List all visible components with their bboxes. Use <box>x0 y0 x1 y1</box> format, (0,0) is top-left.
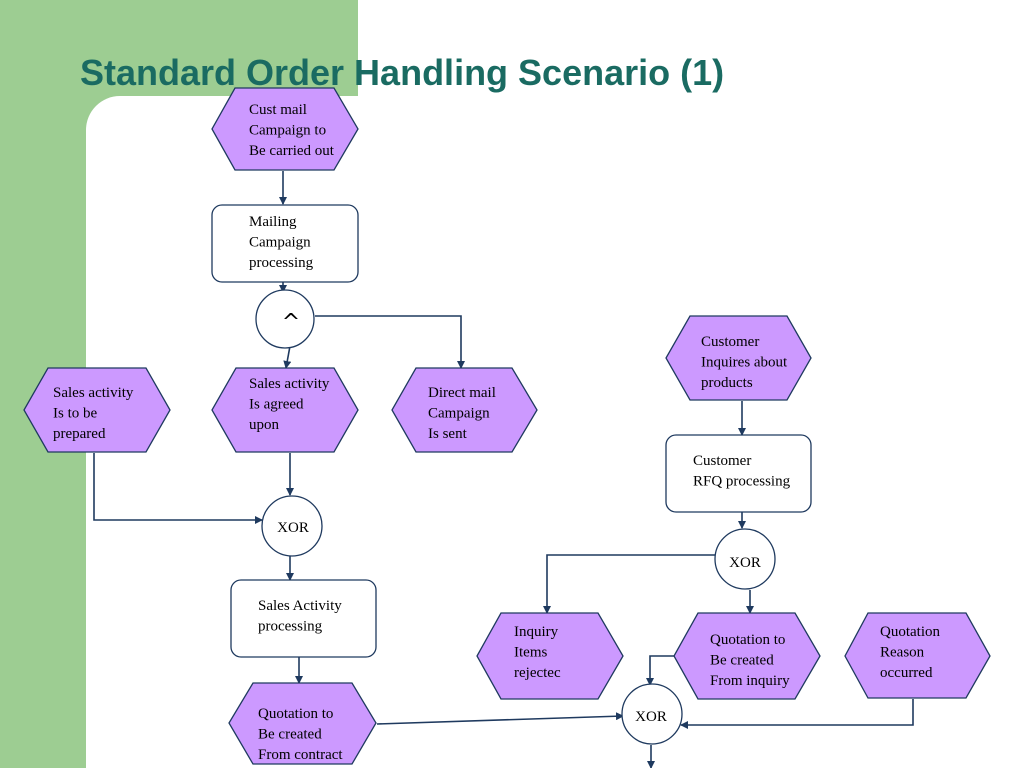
event-quotation-from-inquiry-label: Quotation to Be created From inquiry <box>710 632 790 689</box>
event-sales-activity-to-be-prepared: Sales activity Is to be prepared <box>23 367 171 453</box>
event-sales-activity-agreed-label: Sales activity Is agreed upon <box>249 376 333 433</box>
event-quotation-from-inquiry: Quotation to Be created From inquiry <box>673 612 821 700</box>
function-sales-activity-processing: Sales Activity processing <box>230 579 377 658</box>
operator-xor-sales: XOR <box>261 495 323 557</box>
event-direct-mail-sent-label: Direct mail Campaign Is sent <box>428 385 500 442</box>
page-title: Standard Order Handling Scenario (1) <box>80 52 725 93</box>
event-customer-inquires: Customer Inquires about products <box>665 315 812 401</box>
connector-e8-xor3 <box>646 655 676 686</box>
operator-and: ^ <box>255 289 315 349</box>
connector-e9-xor3 <box>680 699 914 729</box>
function-sales-activity-processing-label: Sales Activity processing <box>258 598 346 635</box>
event-quotation-from-contract: Quotation to Be created From contract <box>228 682 377 765</box>
event-quotation-reason-label: Quotation Reason occurred <box>880 624 944 681</box>
event-customer-inquires-label: Customer Inquires about products <box>701 334 791 391</box>
event-inquiry-items-rejected: Inquiry Items rejectec <box>476 612 624 700</box>
operator-and-label: ^ <box>282 310 300 335</box>
event-inquiry-items-rejected-label: Inquiry Items rejectec <box>514 624 562 681</box>
connector-xor2-e7 <box>543 554 716 614</box>
event-quotation-from-contract-label: Quotation to Be created From contract <box>258 706 343 763</box>
event-direct-mail-sent: Direct mail Campaign Is sent <box>391 367 538 453</box>
operator-xor-sales-label: XOR <box>277 520 309 536</box>
operator-xor-rfq-label: XOR <box>729 555 761 571</box>
connectors <box>93 171 914 768</box>
connector-and1-e3 <box>283 345 292 369</box>
connector-and1-e4 <box>315 315 465 369</box>
operator-xor-quotation-label: XOR <box>635 709 667 725</box>
event-cust-mail-campaign-label: Cust mail Campaign to Be carried out <box>249 102 335 159</box>
function-customer-rfq-processing: Customer RFQ processing <box>665 434 812 513</box>
function-mailing-campaign-processing-label: Mailing Campaign processing <box>249 214 314 271</box>
event-quotation-reason: Quotation Reason occurred <box>844 612 991 699</box>
event-sales-activity-to-be-prepared-label: Sales activity Is to be prepared <box>53 385 137 442</box>
function-customer-rfq-processing-label: Customer RFQ processing <box>693 453 791 490</box>
connector-e5-xor3 <box>376 712 624 725</box>
operator-xor-rfq: XOR <box>714 528 776 590</box>
event-cust-mail-campaign: Cust mail Campaign to Be carried out <box>211 87 359 171</box>
event-sales-activity-agreed: Sales activity Is agreed upon <box>211 367 359 453</box>
connector-e2-xor1 <box>93 453 263 524</box>
function-mailing-campaign-processing: Mailing Campaign processing <box>211 204 359 283</box>
operator-xor-quotation: XOR <box>621 683 683 745</box>
